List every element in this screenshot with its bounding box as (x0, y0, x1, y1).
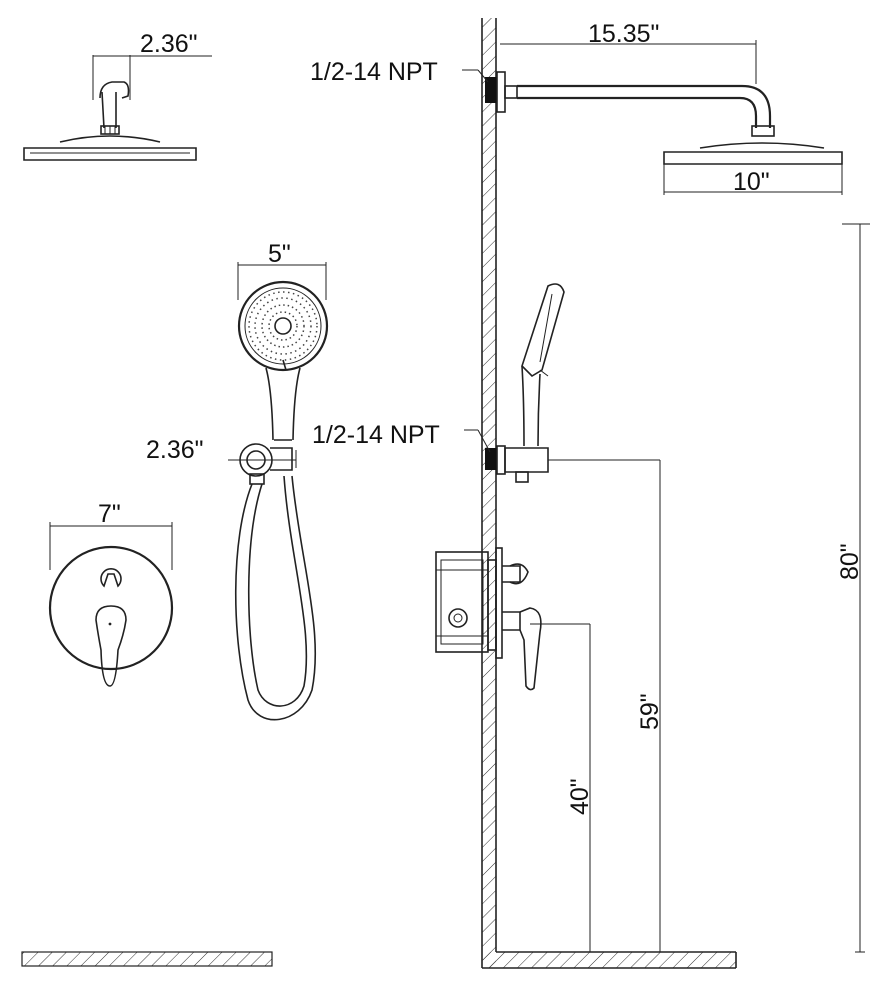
dim-arm-length: 15.35" (588, 20, 659, 48)
dim-hand-shower-diameter: 5" (268, 240, 291, 268)
dim-outlet-height: 59" (636, 693, 664, 730)
dim-head-height: 80" (836, 543, 864, 580)
floor-right (482, 951, 737, 969)
dim-holder-projection: 2.36" (146, 436, 204, 464)
thread-leader-upper (462, 69, 489, 83)
thread-label-lower: 1/2-14 NPT (312, 421, 440, 449)
hand-shower-side-view (485, 283, 665, 953)
trim-plate-front-view (48, 522, 174, 687)
dim-valve-height: 40" (566, 778, 594, 815)
dim-arm-projection-small: 2.36" (140, 30, 198, 58)
hand-shower-front-view (237, 262, 329, 441)
thread-label-upper: 1/2-14 NPT (310, 58, 438, 86)
dim-head-diameter: 10" (733, 168, 770, 196)
thread-leader-lower (464, 429, 491, 453)
hand-shower-holder-and-hose (228, 443, 317, 721)
shower-arm-side-view (485, 40, 843, 195)
floor-left (21, 951, 273, 967)
dim-line-head-height (842, 223, 870, 953)
dim-trim-plate-diameter: 7" (98, 500, 121, 528)
shower-head-front-view (23, 55, 212, 161)
wall-section (481, 18, 497, 968)
valve-side-view (435, 547, 595, 953)
